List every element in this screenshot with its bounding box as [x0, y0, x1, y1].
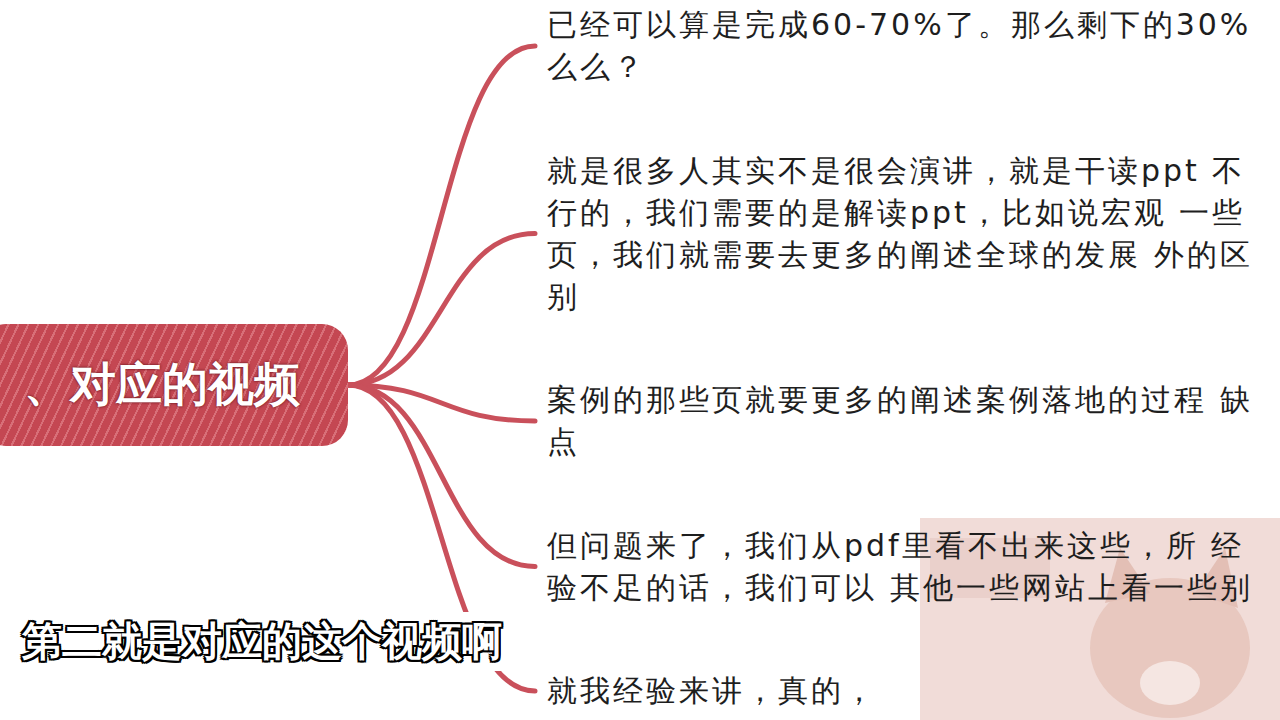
branch-line [348, 46, 535, 385]
branch-text: 就我经验来讲，真的， [535, 670, 1270, 712]
branch-text: 但问题来了，我们从pdf里看不出来这些，所 经验不足的话，我们可以 其他一些网站… [535, 525, 1270, 609]
topic-node: 、对应的视频 [0, 324, 348, 446]
branch-text: 已经可以算是完成60-70%了。那么剩下的30% 么么？ [535, 4, 1270, 88]
note-text: 但问题来了，我们从pdf里看不出来这些，所 经验不足的话，我们可以 其他一些网站… [547, 525, 1260, 609]
branch-text: 案例的那些页就要更多的阐述案例落地的过程 缺点 [535, 379, 1270, 463]
topic-title: 、对应的视频 [24, 354, 300, 416]
note-text: 就我经验来讲，真的， [547, 670, 1260, 712]
note-text: 就是很多人其实不是很会演讲，就是干读ppt 不行的，我们需要的是解读ppt，比如… [547, 150, 1260, 318]
branch-text: 就是很多人其实不是很会演讲，就是干读ppt 不行的，我们需要的是解读ppt，比如… [535, 150, 1270, 318]
dog-snout [1140, 661, 1200, 705]
branch-line [348, 234, 535, 386]
subtitle: 第二就是对应的这个视频啊 [14, 612, 510, 671]
note-text: 案例的那些页就要更多的阐述案例落地的过程 缺点 [547, 379, 1260, 463]
note-text: 已经可以算是完成60-70%了。那么剩下的30% 么么？ [547, 4, 1260, 88]
